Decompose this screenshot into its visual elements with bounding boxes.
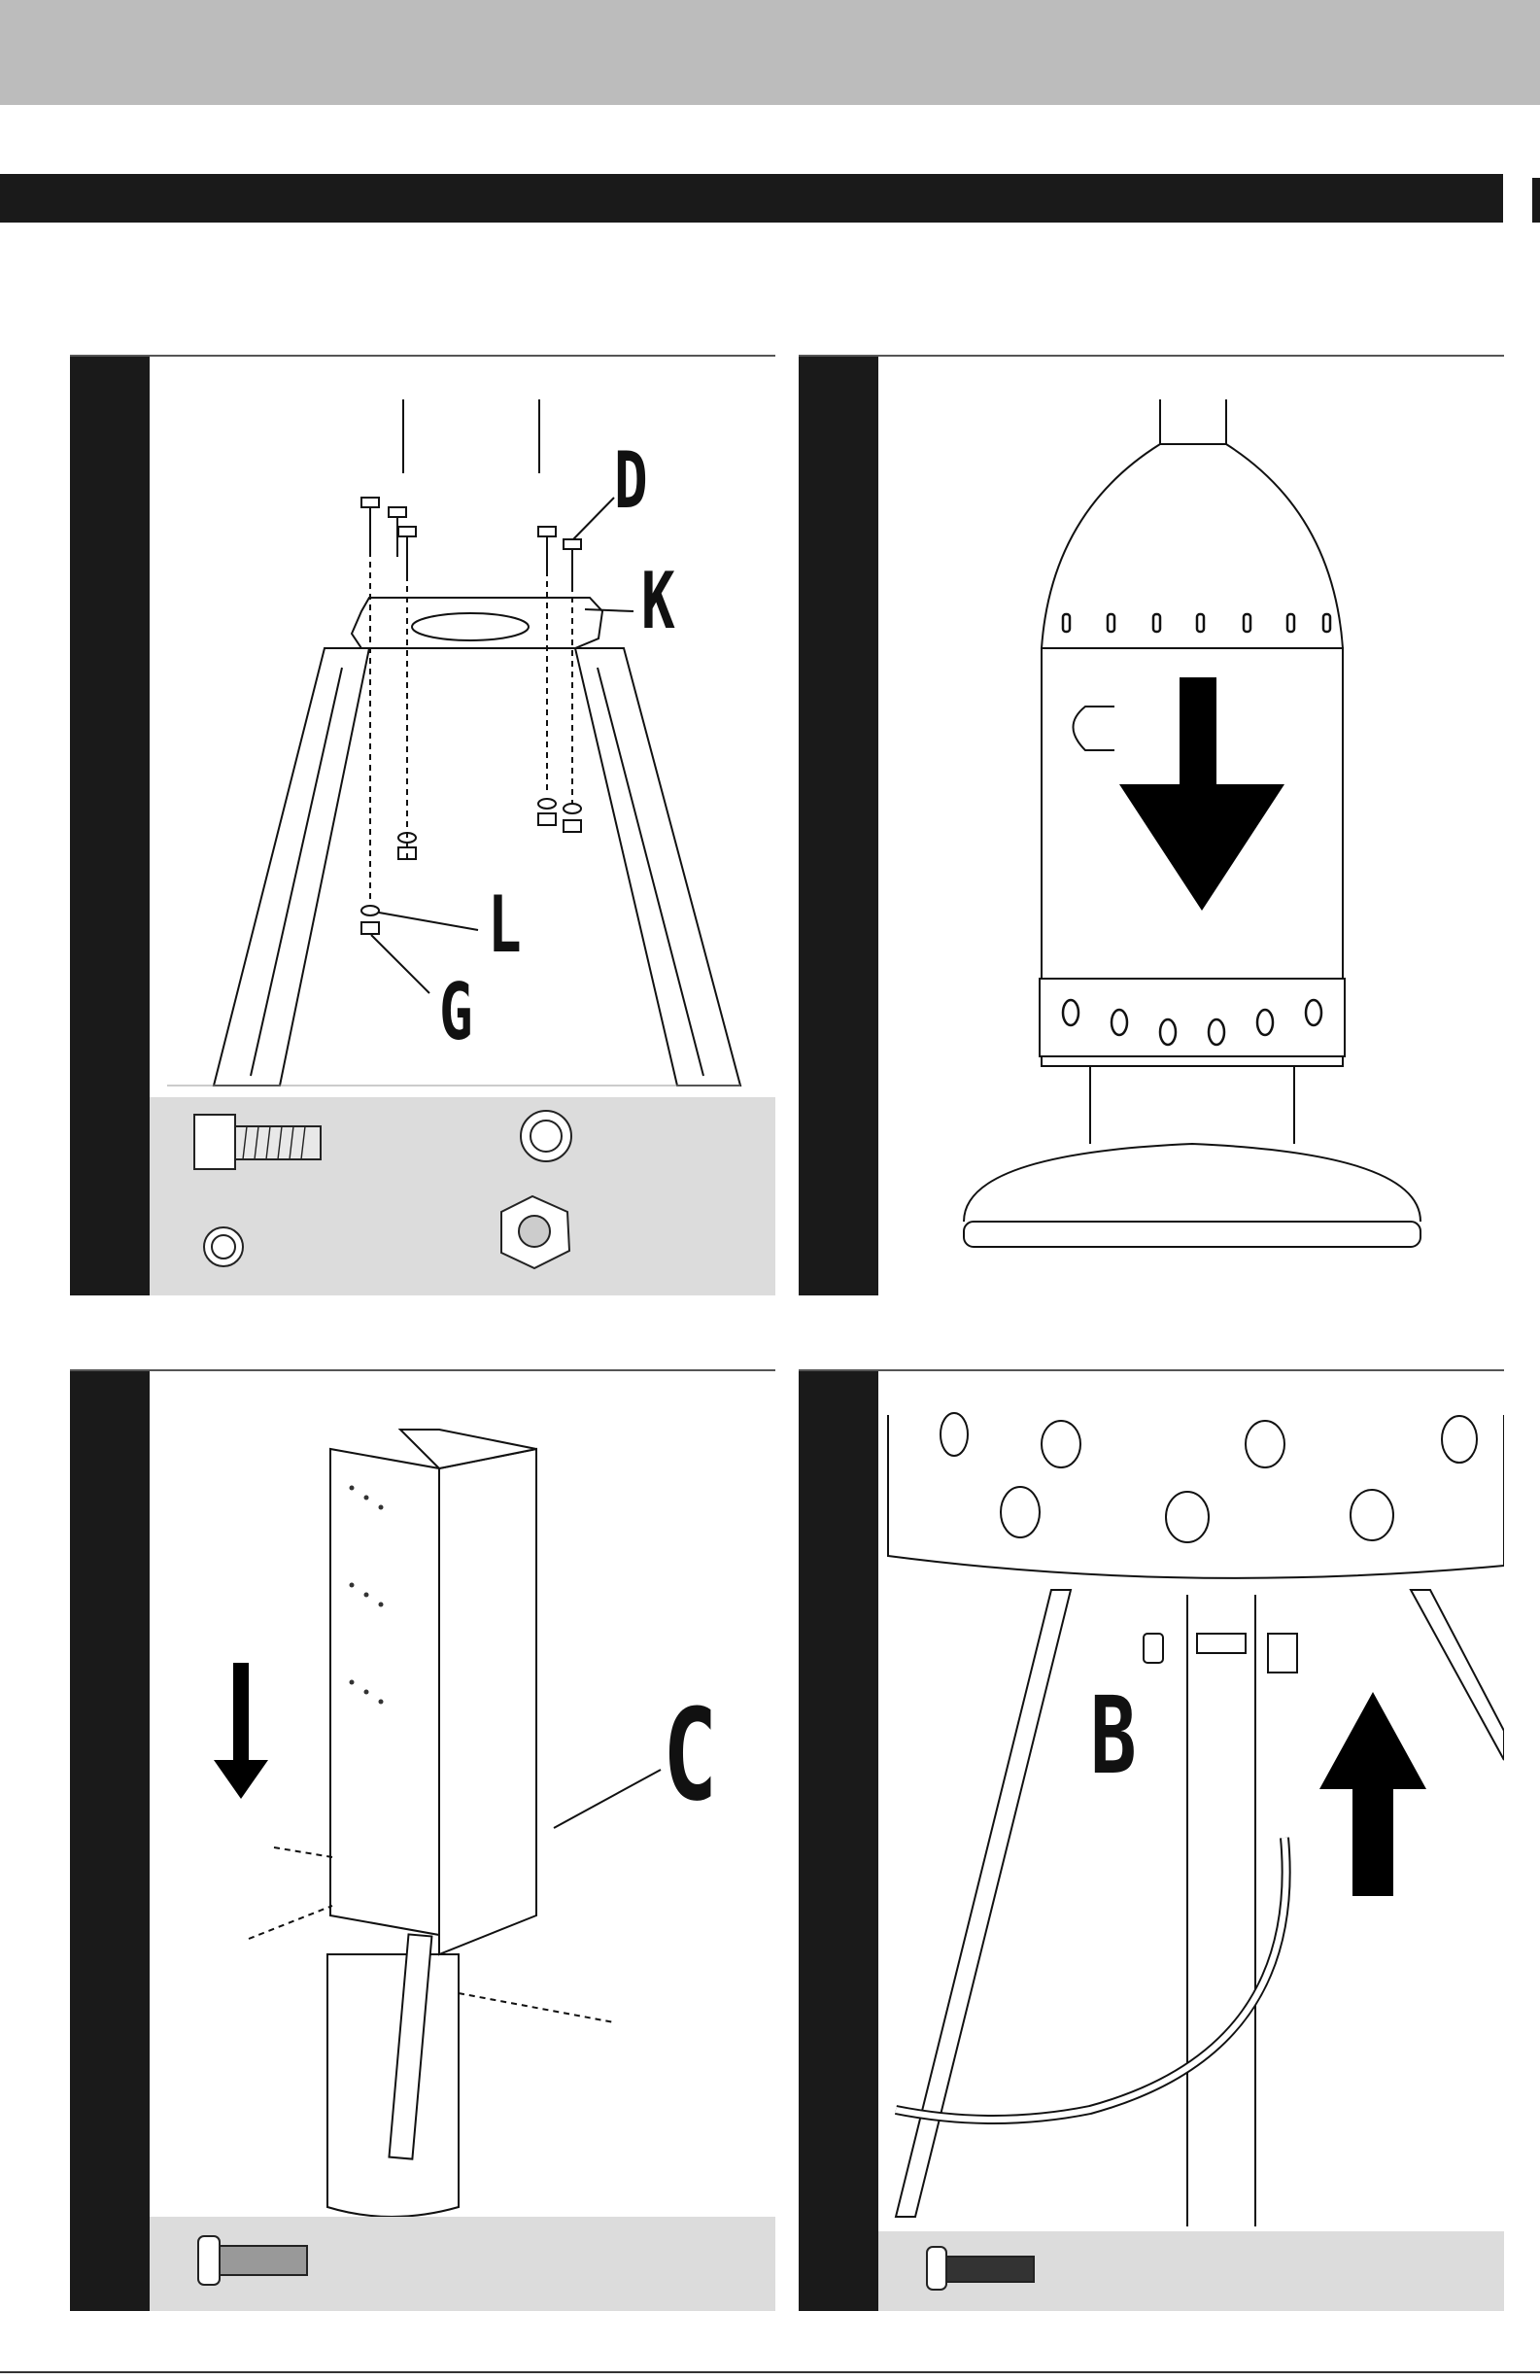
step-4-panel: B: [799, 1369, 1504, 2311]
step-3-illustration: [70, 1371, 775, 2311]
callout-D: D: [614, 442, 648, 520]
callout-B: B: [1090, 1682, 1137, 1789]
step-1-panel: D K L G: [70, 355, 775, 1295]
callout-L: L: [488, 886, 522, 964]
callout-K: K: [641, 563, 675, 640]
edge-tab: [1532, 178, 1540, 223]
up-arrow-icon: [1319, 1692, 1426, 1896]
screw-icon: [150, 2217, 775, 2311]
header-bar: [0, 0, 1540, 105]
screw-icon: [878, 2231, 1504, 2311]
bolt-icon: [194, 1115, 235, 1169]
step-4-illustration: [799, 1371, 1504, 2311]
step-2-illustration: [799, 357, 1504, 1295]
bolts-group: [361, 498, 581, 586]
step-1-parts-box: [150, 1097, 775, 1295]
section-bar: [0, 174, 1503, 223]
step-2-panel: [799, 355, 1504, 1295]
step-3-panel: C: [70, 1369, 775, 2311]
step-3-parts-box: [150, 2217, 775, 2311]
callout-C: C: [663, 1692, 717, 1818]
callout-G: G: [439, 974, 473, 1052]
step-4-parts-box: [878, 2231, 1504, 2311]
footer-line: [0, 2371, 1540, 2373]
down-arrow-icon: [214, 1663, 268, 1799]
step-1-parts-art: [150, 1097, 775, 1295]
